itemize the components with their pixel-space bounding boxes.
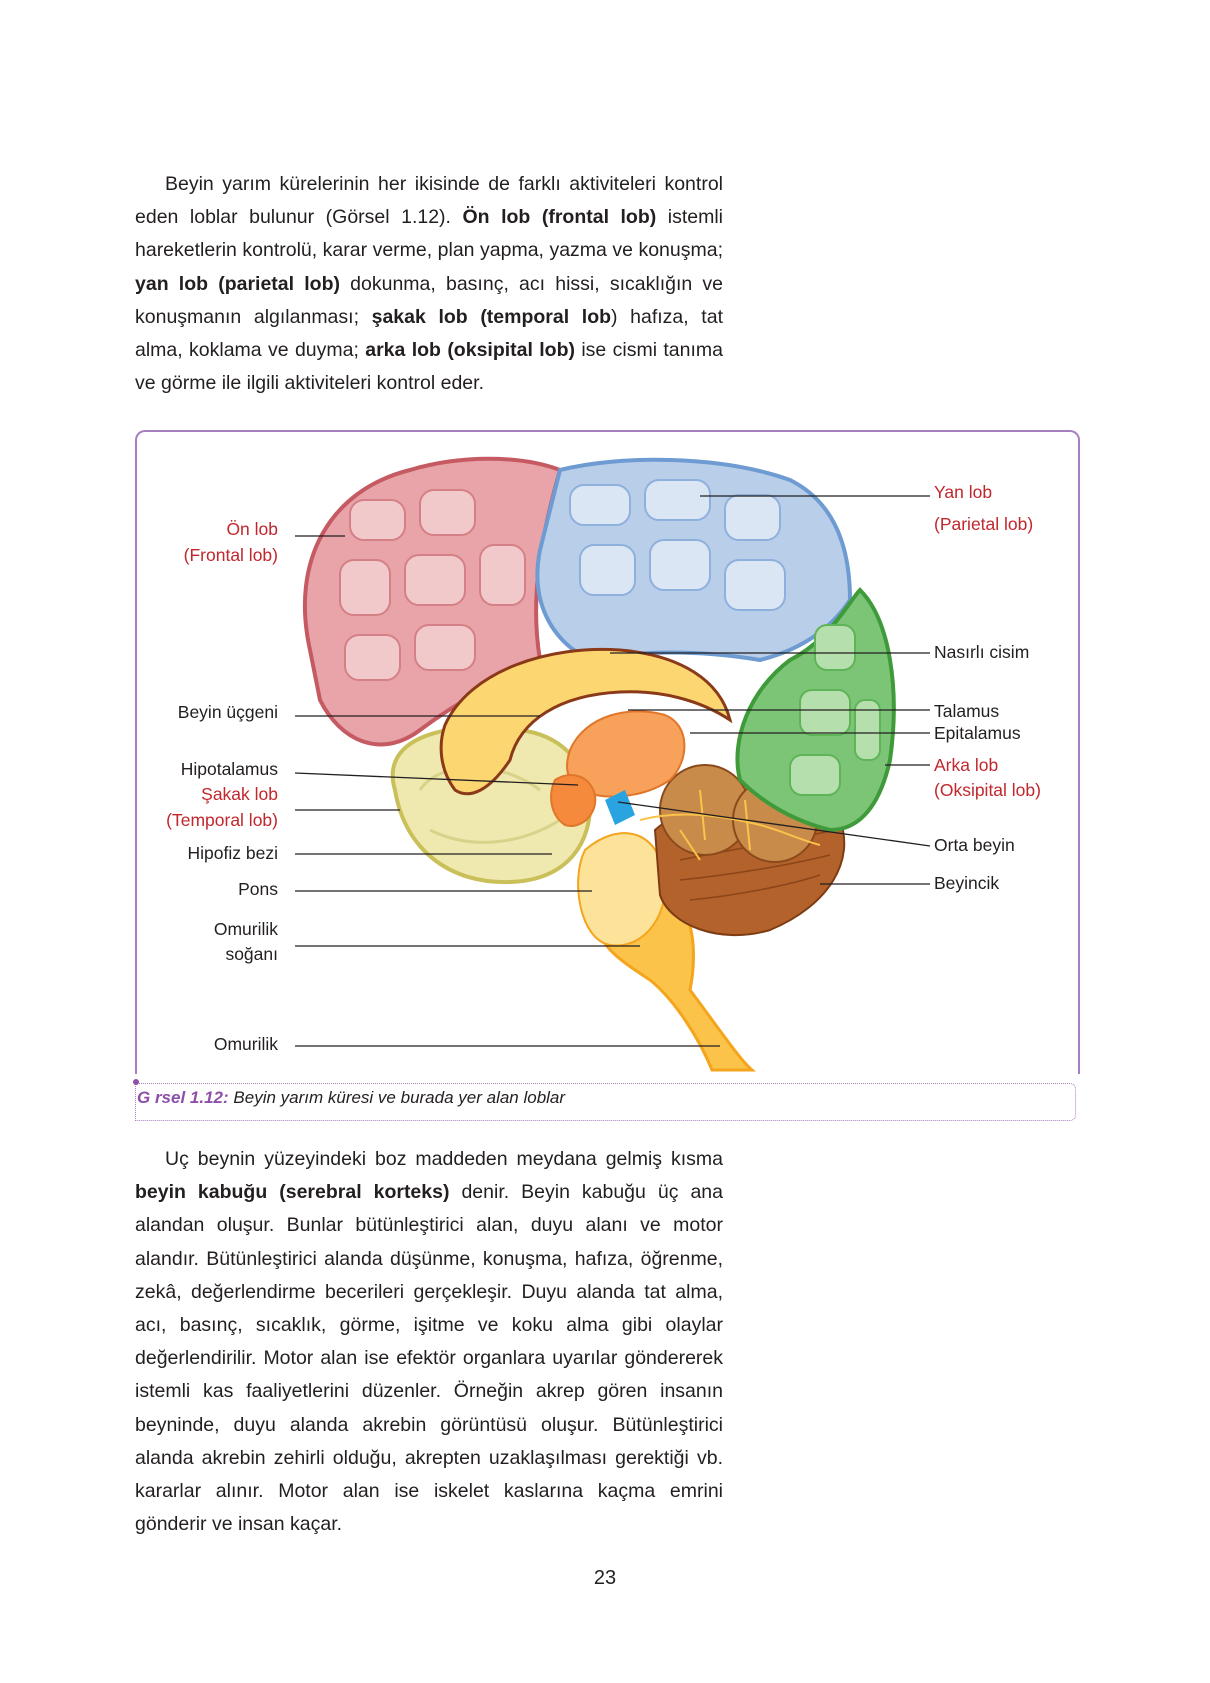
label-hipofiz-bezi: Hipofiz bezi — [187, 843, 278, 863]
label-sakak-lob: Şakak lob — [201, 784, 278, 804]
intro-paragraph: Beyin yarım kürelerinin her ikisinde de … — [135, 168, 723, 400]
label-beyin-ucgeni: Beyin üçgeni — [177, 702, 278, 722]
label-temporal-lob: (Temporal lob) — [166, 810, 278, 830]
label-beyincik: Beyincik — [934, 873, 1000, 893]
term-temporal-lob: şakak lob (temporal lob — [371, 305, 612, 328]
pons-shape — [577, 832, 667, 947]
cortex-paragraph: Uç beynin yüzeyindeki boz maddeden meyda… — [135, 1143, 723, 1541]
label-yan-lob: Yan lob — [934, 482, 993, 502]
label-pons: Pons — [238, 879, 278, 899]
leader-orta-beyin — [617, 801, 931, 847]
corpus-callosum-shape — [439, 647, 733, 796]
term-parietal-lob: yan lob (parietal lob) — [135, 272, 340, 295]
caption-dot — [133, 1079, 139, 1085]
label-frontal-lob: (Frontal lob) — [183, 545, 278, 565]
midbrain-shape — [605, 790, 635, 825]
label-hipotalamus: Hipotalamus — [180, 759, 278, 779]
label-oksipital-lob: (Oksipital lob) — [934, 780, 1041, 800]
label-nasirli-cisim: Nasırlı cisim — [934, 642, 1030, 662]
text-run: denir. Beyin kabuğu üç ana alandan oluşu… — [135, 1181, 723, 1536]
term-serebral-korteks: beyin kabuğu (serebral korteks) — [135, 1181, 450, 1204]
text-run: istemli hareketlerin kontrolü, karar ver… — [135, 206, 723, 262]
label-omurilik-sogani-2: soğanı — [225, 944, 278, 964]
label-on-lob: Ön lob — [226, 519, 278, 539]
term-frontal-lob: Ön lob (frontal lob) — [462, 206, 657, 229]
leader-hipotalamus — [294, 772, 579, 786]
page-number: 23 — [593, 1567, 617, 1589]
label-parietal-lob: (Parietal lob) — [934, 514, 1034, 534]
caption-box — [135, 1083, 1076, 1121]
label-epitalamus: Epitalamus — [934, 723, 1021, 743]
text-run: Beyin yarım kürelerinin her ikisinde de … — [135, 173, 723, 229]
text-run: Uç beynin yüzeyindeki boz maddeden meyda… — [165, 1148, 723, 1170]
caption-number: G rsel 1.12: — [137, 1088, 229, 1107]
text-run: dokunma, basınç, acı hissi, sıcaklığın v… — [135, 272, 723, 328]
label-orta-beyin: Orta beyin — [934, 835, 1015, 855]
text-run: ) hafıza, tat alma, koklama ve duyma; — [135, 305, 723, 362]
label-arka-lob: Arka lob — [934, 755, 999, 775]
figure-frame — [135, 430, 1080, 1074]
caption-text: Beyin yarım küresi ve burada yer alan lo… — [228, 1088, 566, 1107]
term-occipital-lob: arka lob (oksipital lob) — [365, 339, 575, 362]
label-omurilik: Omurilik — [213, 1034, 278, 1054]
hypothalamus-shape — [550, 774, 597, 827]
figure-caption: G rsel 1.12: Beyin yarım küresi ve burad… — [133, 1079, 566, 1108]
label-omurilik-sogani-1: Omurilik — [213, 919, 278, 939]
text-run: ise cismi tanıma ve görme ile ilgili akt… — [135, 339, 724, 395]
label-talamus: Talamus — [934, 701, 1000, 721]
